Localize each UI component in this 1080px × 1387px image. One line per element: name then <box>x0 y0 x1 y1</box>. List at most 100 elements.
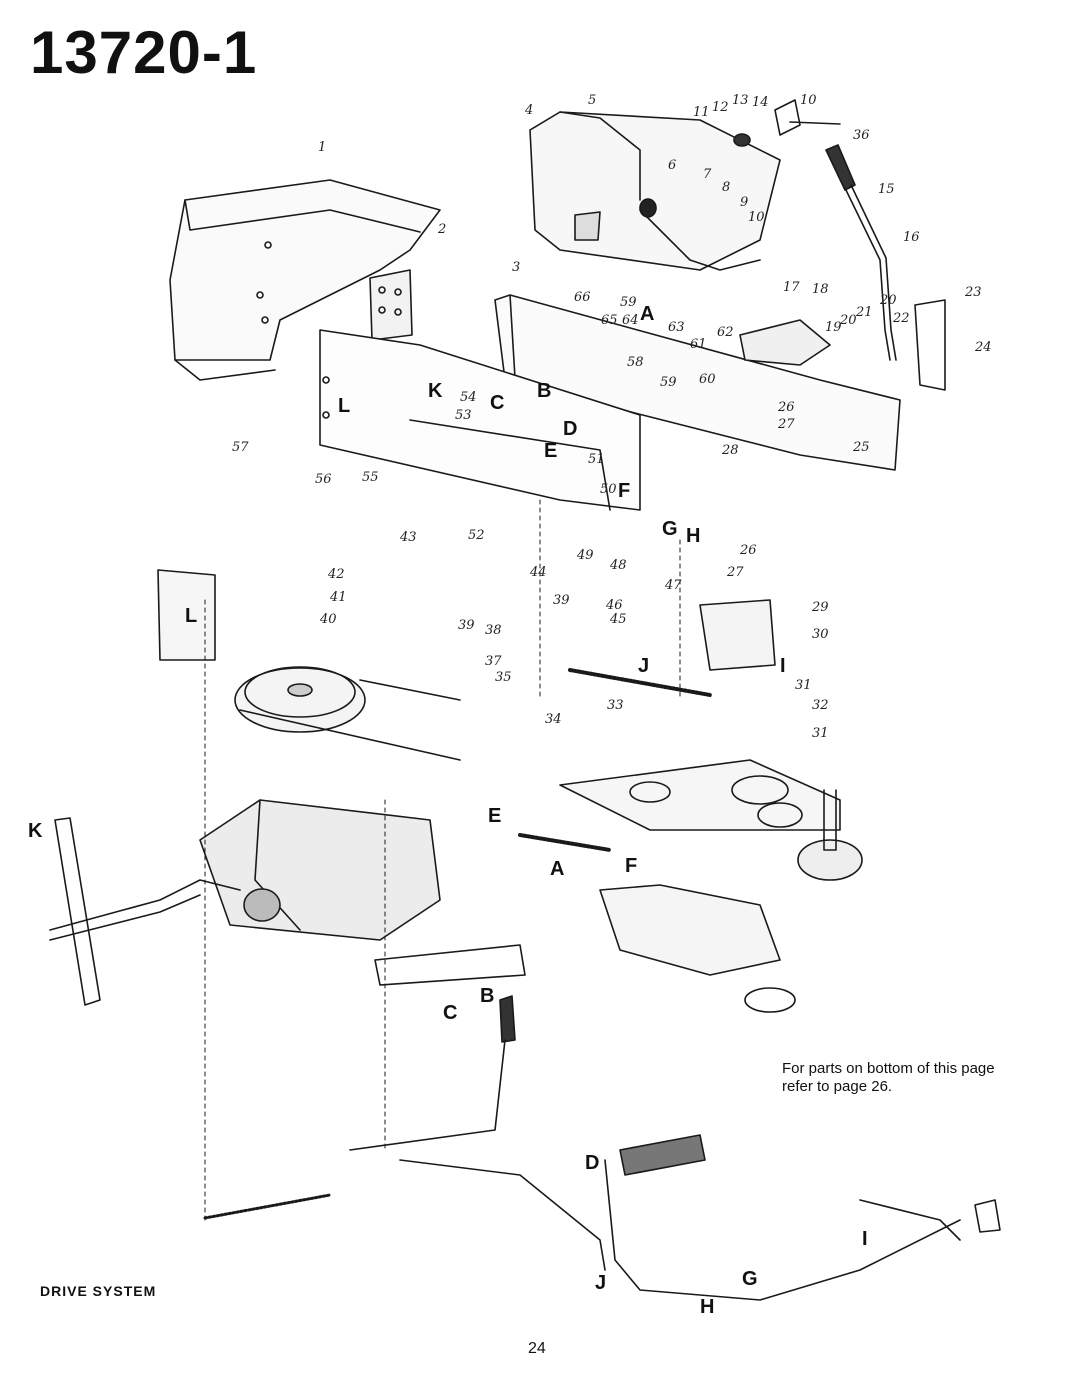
callout-part-62: 62 <box>717 325 734 340</box>
lower-pulley-part <box>744 987 796 1013</box>
bracket-l-part <box>157 569 216 661</box>
ref-letter-k-upper: K <box>428 380 443 402</box>
callout-part-17: 17 <box>783 280 800 295</box>
ref-letter-l-lower: L <box>185 605 198 627</box>
lever-k-part <box>54 817 101 1006</box>
callout-part-6: 6 <box>668 158 677 173</box>
ref-letter-c-upper: C <box>490 392 505 414</box>
shift-lever-part <box>825 144 897 361</box>
callout-part-47: 47 <box>665 578 682 593</box>
callout-part-16: 16 <box>903 230 920 245</box>
callout-part-30: 30 <box>812 627 829 642</box>
callout-part-18: 18 <box>812 282 829 297</box>
ref-letter-k-lower: K <box>28 820 43 842</box>
lower-bracket-part <box>599 884 781 976</box>
ref-letter-h-lower: H <box>700 1296 715 1318</box>
callout-part-2: 2 <box>438 222 447 237</box>
ref-letter-j-upper: J <box>638 655 650 677</box>
callout-part-13: 13 <box>732 93 749 108</box>
callout-part-22: 22 <box>893 311 910 326</box>
dash-panel-part <box>169 179 441 381</box>
callout-part-33: 33 <box>607 698 624 713</box>
callout-part-7: 7 <box>703 167 712 182</box>
diagram-title: 13720-1 <box>30 19 258 86</box>
callout-part-12: 12 <box>712 100 729 115</box>
callout-part-34: 34 <box>545 712 562 727</box>
callout-part-41: 41 <box>330 590 347 605</box>
drive-pulley-part <box>234 666 461 761</box>
callout-part-5: 5 <box>588 93 597 108</box>
callout-part-10a: 10 <box>748 210 765 225</box>
callout-part-44: 44 <box>530 565 547 580</box>
section-title: DRIVE SYSTEM <box>40 1283 157 1299</box>
ref-letter-b-lower: B <box>480 985 495 1007</box>
ref-letter-j-lower: J <box>595 1272 607 1294</box>
callout-part-57: 57 <box>232 440 249 455</box>
callout-part-52: 52 <box>468 528 485 543</box>
callout-part-15: 15 <box>878 182 895 197</box>
bracket-29-part <box>699 599 776 671</box>
ref-letter-e-lower: E <box>488 805 502 827</box>
callout-part-26: 26 <box>778 400 795 415</box>
clutch-pedal-part <box>604 1134 1001 1301</box>
ref-letter-c-lower: C <box>443 1002 458 1024</box>
callout-part-20a: 20 <box>840 313 857 328</box>
callout-part-38: 38 <box>485 623 502 638</box>
callout-part-23: 23 <box>965 285 982 300</box>
callout-part-59: 59 <box>660 375 677 390</box>
callout-part-66: 66 <box>574 290 591 305</box>
callout-part-40: 40 <box>320 612 337 627</box>
spring-e-part <box>518 833 612 852</box>
ref-letter-a-upper: A <box>640 303 655 325</box>
callout-part-1: 1 <box>318 140 327 155</box>
ref-letter-b-upper: B <box>537 380 552 402</box>
shift-console-part <box>529 99 841 271</box>
callout-part-60: 60 <box>699 372 716 387</box>
callout-part-35: 35 <box>495 670 512 685</box>
callout-part-24: 24 <box>975 340 992 355</box>
ref-letter-f-upper: F <box>618 480 631 502</box>
ref-letter-i-upper: I <box>780 655 786 677</box>
callout-part-9: 9 <box>740 195 749 210</box>
callout-part-43: 43 <box>400 530 417 545</box>
callout-part-39a: 39 <box>553 593 570 608</box>
page-number: 24 <box>528 1340 546 1357</box>
ref-letter-i-lower: I <box>862 1228 868 1250</box>
ref-letter-a-lower: A <box>550 858 565 880</box>
callout-part-49: 49 <box>577 548 594 563</box>
ref-letter-f-lower: F <box>625 855 638 877</box>
callout-part-58: 58 <box>627 355 644 370</box>
callout-part-29: 29 <box>812 600 829 615</box>
callout-part-65: 65 <box>601 313 618 328</box>
callout-part-66-label: 59 <box>620 295 637 310</box>
ref-letter-d-lower: D <box>585 1152 600 1174</box>
callout-part-20b: 20 <box>880 293 897 308</box>
callout-part-10b: 10 <box>800 93 817 108</box>
idler-assembly-part <box>559 759 863 881</box>
callout-part-3: 3 <box>512 260 521 275</box>
callout-part-50: 50 <box>600 482 617 497</box>
callout-part-14: 14 <box>752 95 769 110</box>
ref-letter-g-upper: G <box>662 518 678 540</box>
callout-part-64: 64 <box>622 313 639 328</box>
callout-part-39b: 39 <box>458 618 475 633</box>
callout-part-48: 48 <box>610 558 627 573</box>
callout-part-46: 46 <box>606 598 623 613</box>
callout-part-21: 21 <box>856 305 873 320</box>
brake-pedal-part <box>349 944 606 1271</box>
pivot-bracket-part <box>739 319 831 366</box>
ref-letter-h-upper: H <box>686 525 701 547</box>
callout-part-45: 45 <box>610 612 627 627</box>
callout-part-11: 11 <box>693 105 710 120</box>
callout-part-27b: 27 <box>727 565 744 580</box>
callout-part-26b: 26 <box>740 543 757 558</box>
callout-part-27: 27 <box>778 417 795 432</box>
callout-part-31a: 31 <box>795 678 812 693</box>
callout-part-31b: 31 <box>812 726 829 741</box>
callout-part-55: 55 <box>362 470 379 485</box>
callout-part-42: 42 <box>328 567 345 582</box>
callout-part-8: 8 <box>722 180 731 195</box>
callout-part-25: 25 <box>853 440 870 455</box>
callout-part-51: 51 <box>588 452 605 467</box>
